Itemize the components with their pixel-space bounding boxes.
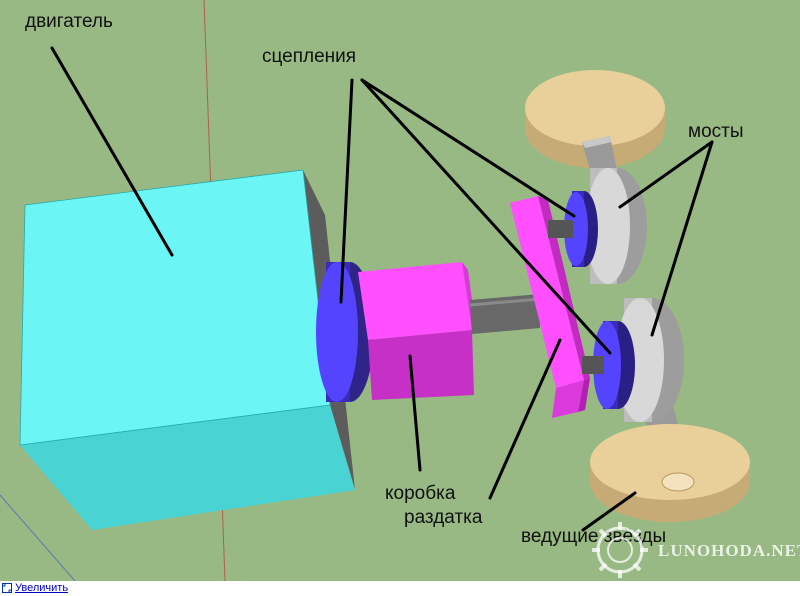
pointer-transfer bbox=[488, 338, 562, 500]
pointer-sprocket bbox=[581, 491, 637, 532]
zoom-icon[interactable] bbox=[2, 583, 12, 593]
engine-block bbox=[19, 169, 355, 530]
gearbox bbox=[358, 262, 476, 400]
main-shaft bbox=[469, 294, 541, 334]
guide-line-blue bbox=[0, 494, 76, 581]
pointer-gearbox bbox=[408, 354, 422, 472]
upper-wheel bbox=[525, 70, 665, 168]
pointer-clutch-engine bbox=[339, 78, 354, 304]
watermark-emblem-icon bbox=[592, 522, 648, 578]
label-gearbox: коробка bbox=[385, 483, 456, 504]
pointer-axle-lower bbox=[650, 140, 714, 337]
upper-clutch bbox=[548, 191, 598, 267]
pointer-clutch-lower bbox=[360, 78, 612, 355]
label-clutches: сцепления bbox=[262, 46, 357, 67]
watermark-text: LUNOHODA.NET bbox=[658, 541, 800, 560]
pointer-engine bbox=[50, 46, 174, 257]
pointer-clutch-upper bbox=[360, 78, 576, 218]
mechanism-diagram bbox=[0, 0, 800, 581]
lower-wheel bbox=[590, 424, 750, 522]
zoom-link[interactable]: Увеличить bbox=[15, 582, 69, 594]
transfer-case bbox=[510, 196, 590, 418]
footer-bar bbox=[0, 581, 800, 596]
label-axles: мосты bbox=[688, 121, 744, 142]
label-transfer-case: раздатка bbox=[404, 507, 483, 528]
pointer-axle-upper bbox=[618, 140, 714, 209]
pointer-lines bbox=[50, 46, 714, 532]
label-engine: двигатель bbox=[25, 11, 113, 32]
